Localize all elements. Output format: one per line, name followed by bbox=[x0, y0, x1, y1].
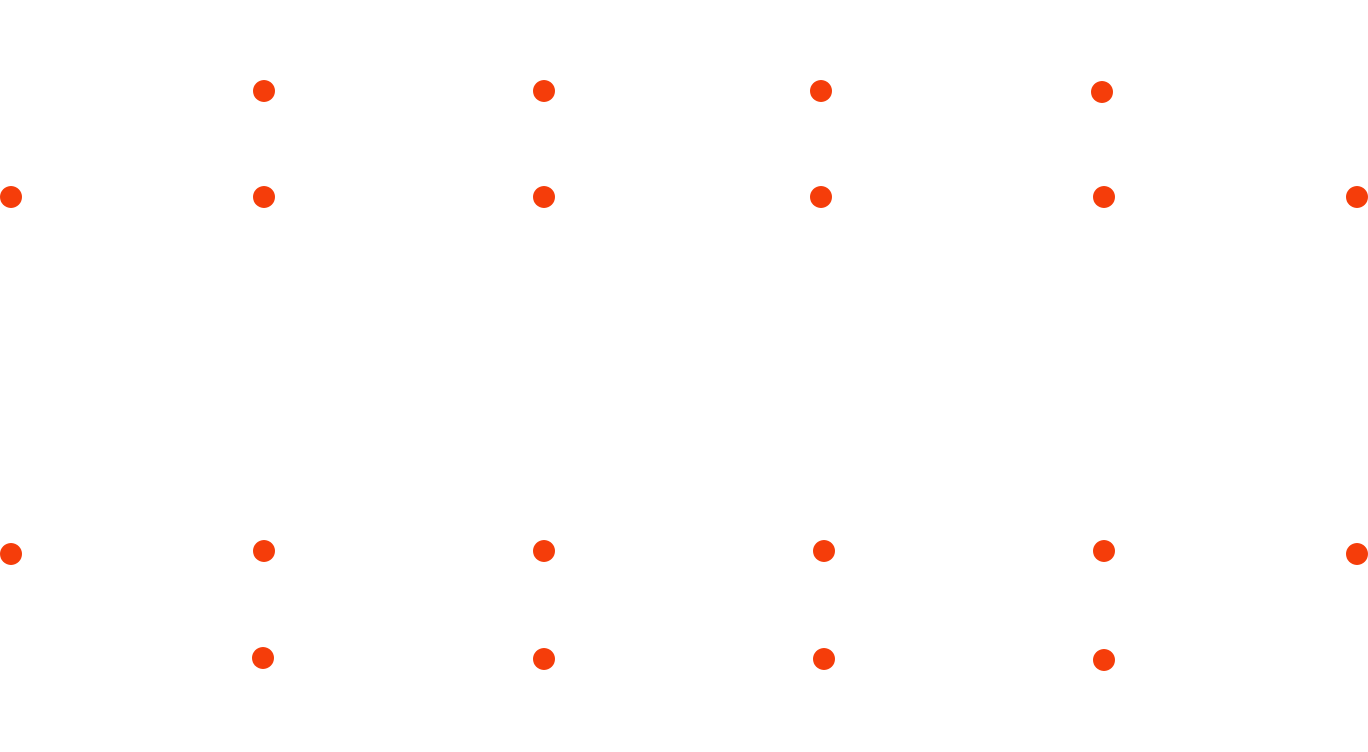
control-point-handle[interactable] bbox=[252, 647, 274, 669]
control-point-handle[interactable] bbox=[533, 648, 555, 670]
control-point-handle[interactable] bbox=[253, 80, 275, 102]
control-point-handle[interactable] bbox=[813, 648, 835, 670]
control-point-handle[interactable] bbox=[1093, 649, 1115, 671]
control-point-handle[interactable] bbox=[533, 540, 555, 562]
control-point-handle[interactable] bbox=[253, 186, 275, 208]
control-point-handle[interactable] bbox=[1091, 81, 1113, 103]
control-point-handle[interactable] bbox=[1346, 186, 1368, 208]
control-point-handle[interactable] bbox=[0, 186, 22, 208]
control-point-handle[interactable] bbox=[813, 540, 835, 562]
control-point-handle[interactable] bbox=[1346, 543, 1368, 565]
control-point-handle[interactable] bbox=[810, 80, 832, 102]
control-point-handle[interactable] bbox=[253, 540, 275, 562]
control-point-handle[interactable] bbox=[810, 186, 832, 208]
control-point-handle[interactable] bbox=[533, 186, 555, 208]
control-point-handle[interactable] bbox=[1093, 540, 1115, 562]
control-point-handle[interactable] bbox=[0, 543, 22, 565]
control-point-handle[interactable] bbox=[1093, 186, 1115, 208]
control-point-handle[interactable] bbox=[533, 80, 555, 102]
